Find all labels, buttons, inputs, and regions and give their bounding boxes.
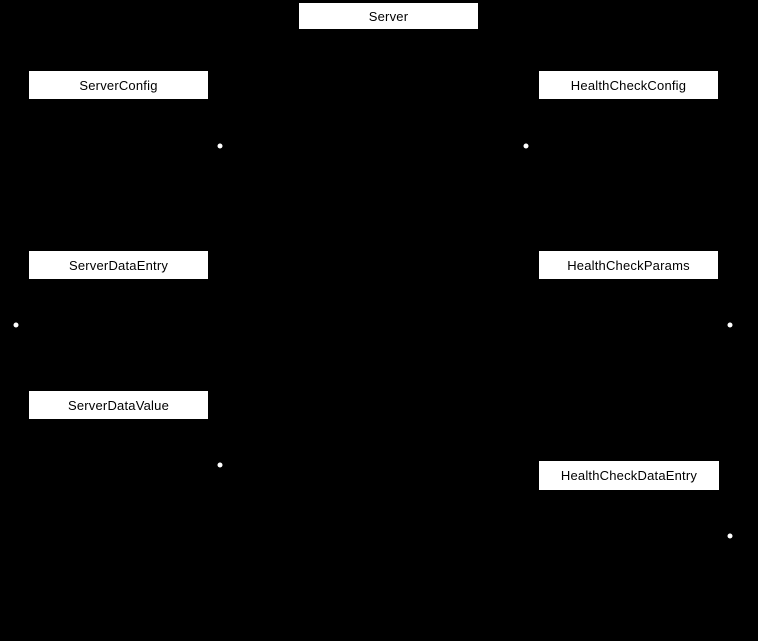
node-server-config[interactable]: ServerConfig — [29, 71, 208, 99]
connection-point-dot[interactable] — [727, 322, 733, 328]
connection-point-dot[interactable] — [13, 322, 19, 328]
connection-point-dot[interactable] — [217, 462, 223, 468]
connection-point-dot[interactable] — [523, 143, 529, 149]
connection-point-dot[interactable] — [727, 533, 733, 539]
node-health-check-config[interactable]: HealthCheckConfig — [539, 71, 718, 99]
connection-point-dot[interactable] — [217, 143, 223, 149]
node-server[interactable]: Server — [299, 3, 478, 29]
node-health-check-data-entry[interactable]: HealthCheckDataEntry — [539, 461, 719, 490]
node-server-data-value[interactable]: ServerDataValue — [29, 391, 208, 419]
node-health-check-params[interactable]: HealthCheckParams — [539, 251, 718, 279]
node-server-data-entry[interactable]: ServerDataEntry — [29, 251, 208, 279]
